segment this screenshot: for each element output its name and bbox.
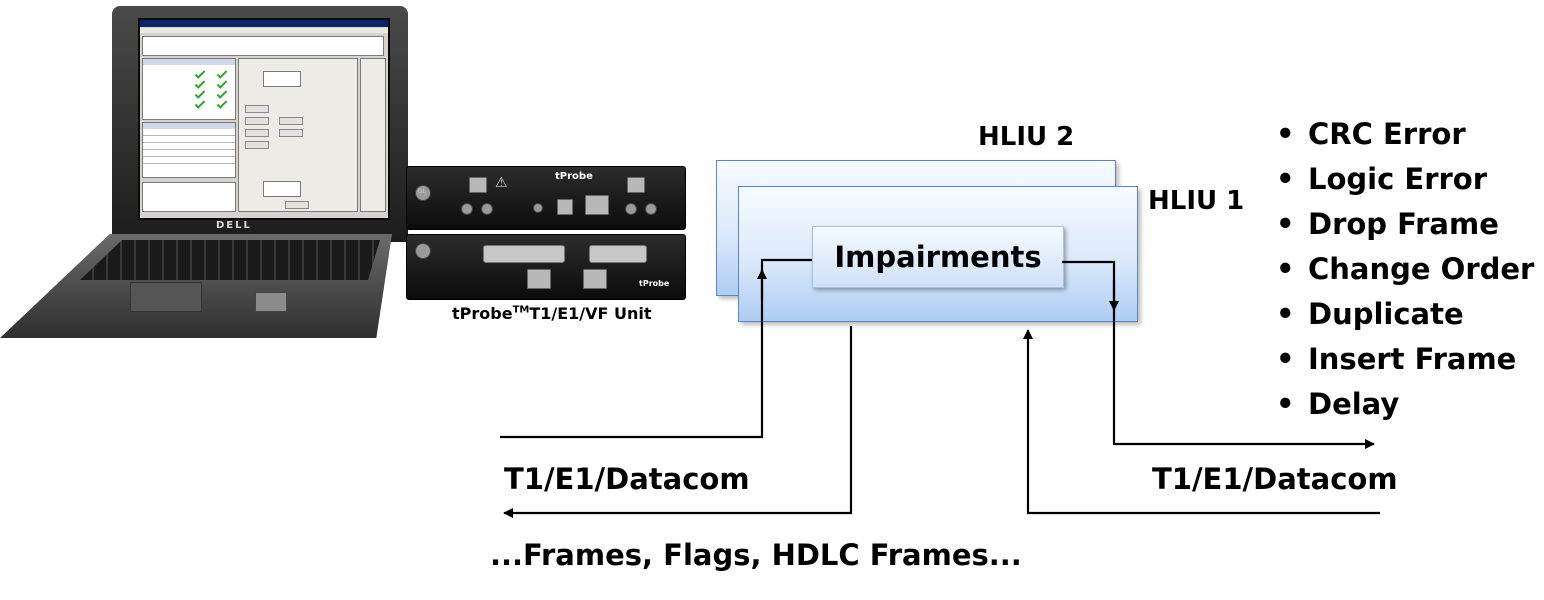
right-output-line <box>1062 260 1375 449</box>
t1e1-port-1 <box>527 269 551 289</box>
laptop-brand-logo: DELL <box>216 220 252 231</box>
right-input-line <box>1023 329 1380 515</box>
right-link-label: T1/E1/Datacom <box>1152 462 1398 496</box>
impairment-item: • Duplicate <box>1276 292 1534 337</box>
power-jack <box>533 203 543 213</box>
device-brand-2: tProbe <box>639 279 670 288</box>
device-bottom-unit: tProbe <box>406 234 686 300</box>
bullet-icon: • <box>1276 297 1295 331</box>
impairment-item: • Change Order <box>1276 247 1534 292</box>
vf2-out-jack <box>645 203 657 215</box>
dsub-connector-1 <box>483 245 565 263</box>
impairment-item: • Drop Frame <box>1276 202 1534 247</box>
impairment-label: Insert Frame <box>1308 342 1517 376</box>
screen-top-panel <box>142 36 384 56</box>
bullet-icon: • <box>1276 162 1295 196</box>
vf2-in-jack <box>625 203 637 215</box>
impairment-label: Logic Error <box>1308 162 1488 196</box>
left-input-line <box>500 258 812 439</box>
impairments-box: Impairments <box>812 226 1064 288</box>
bullet-icon: • <box>1276 117 1295 151</box>
fxo-port <box>627 177 645 193</box>
vf-in-jack <box>461 203 473 215</box>
usb-port <box>557 199 573 215</box>
impairment-label: Delay <box>1308 387 1400 421</box>
impairment-item: • Delay <box>1276 382 1534 427</box>
screen-graph-panel <box>142 182 236 212</box>
fxs-port <box>469 177 487 193</box>
ethernet-port <box>585 195 609 215</box>
impairment-item: • Logic Error <box>1276 157 1534 202</box>
warning-icon: ⚠ <box>495 175 508 191</box>
laptop-touchpad <box>130 282 202 312</box>
screen-config-panel <box>238 58 358 212</box>
screen-menubar <box>140 28 388 33</box>
laptop-keyboard <box>80 240 380 280</box>
hliu2-label: HLIU 2 <box>978 122 1075 152</box>
impairment-list: • CRC Error • Logic Error • Drop Frame • Change… <box>1276 112 1534 427</box>
device-caption: tProbeTMT1/E1/VF Unit <box>452 304 652 323</box>
bullet-icon: • <box>1276 207 1295 241</box>
impairment-label: Duplicate <box>1308 297 1464 331</box>
screen-side-panel <box>360 58 386 212</box>
t1e1-port-2 <box>583 269 607 289</box>
impairment-label: Change Order <box>1308 252 1535 286</box>
gl-logo-badge <box>415 185 431 201</box>
bullet-icon: • <box>1276 252 1295 286</box>
vf-out-jack <box>481 203 493 215</box>
impairment-item: • CRC Error <box>1276 112 1534 157</box>
bullet-icon: • <box>1276 342 1295 376</box>
screen-statistics-panel <box>142 122 236 178</box>
left-output-line <box>503 326 853 518</box>
laptop-image: DELL <box>0 2 408 342</box>
bullet-icon: • <box>1276 387 1295 421</box>
laptop-screen <box>138 18 390 220</box>
screen-titlebar <box>140 20 388 27</box>
gl-logo-text: GL <box>418 188 426 195</box>
laptop-sticker <box>255 292 287 312</box>
gl-logo-badge-2 <box>415 243 431 259</box>
screen-alarms-panel <box>142 58 236 120</box>
impairment-label: Drop Frame <box>1308 207 1499 241</box>
device-top-unit: GL ⚠ tProbe <box>406 166 686 230</box>
tprobe-device-image: GL ⚠ tProbe tProbe <box>406 166 686 300</box>
hliu1-label: HLIU 1 <box>1148 186 1245 216</box>
impairment-label: CRC Error <box>1308 117 1466 151</box>
impairment-item: • Insert Frame <box>1276 337 1534 382</box>
bottom-caption: ...Frames, Flags, HDLC Frames... <box>490 538 1022 572</box>
device-brand: tProbe <box>555 171 593 182</box>
left-link-label: T1/E1/Datacom <box>504 462 750 496</box>
dsub-connector-2 <box>589 245 647 263</box>
